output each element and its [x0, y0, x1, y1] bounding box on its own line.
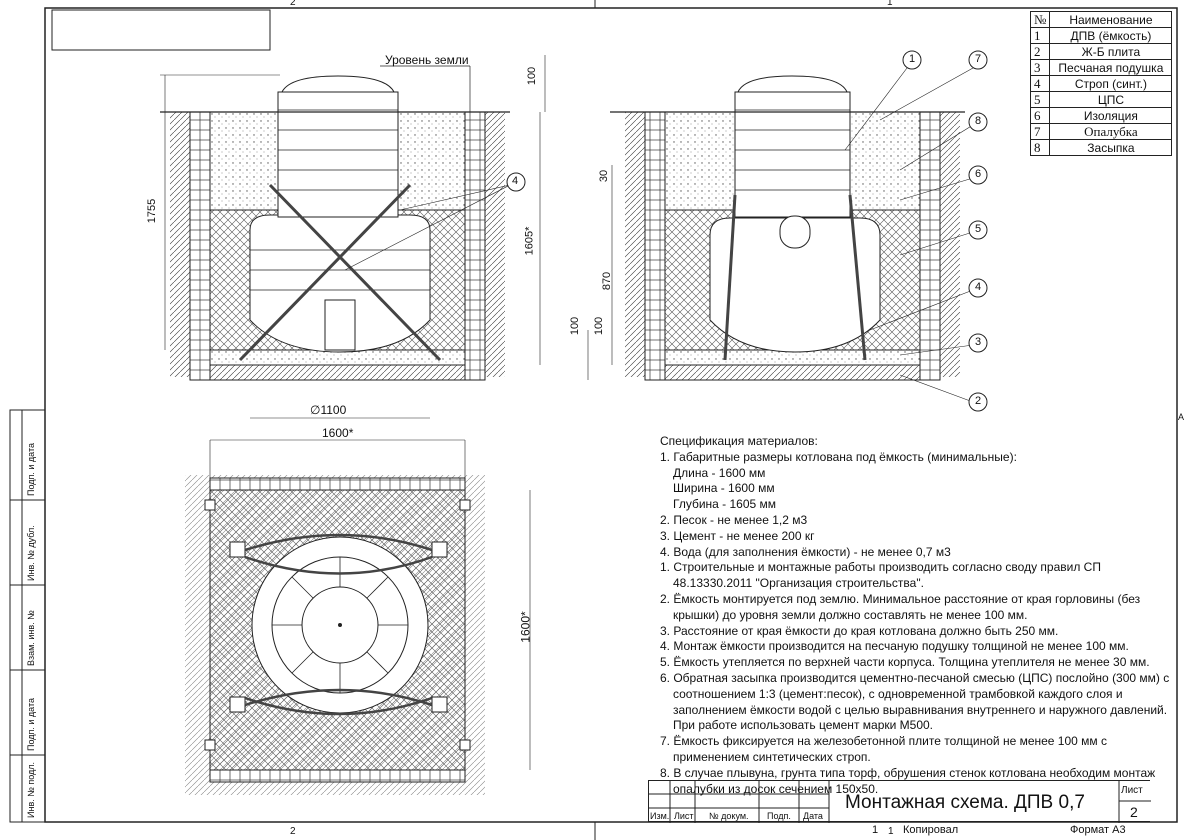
specification: Спецификация материалов: 1. Габаритные р…: [660, 434, 1169, 797]
legend-name: Опалубка: [1049, 123, 1173, 140]
format-label: Формат А3: [1070, 824, 1126, 836]
legend-num: 1: [1029, 27, 1051, 44]
spec-title: Спецификация материалов:: [660, 434, 818, 448]
side-label-3: Взам. инв. №: [26, 610, 36, 666]
spec-line: 1. Габаритные размеры котлована под ёмко…: [660, 449, 1017, 464]
sheet-frame: [9, 0, 1178, 840]
legend-name: Засыпка: [1049, 139, 1173, 156]
callout-7: 7: [975, 53, 982, 65]
zone-marker-top-1: 1: [887, 0, 893, 8]
callout-8: 8: [975, 115, 982, 127]
legend-num: 5: [1029, 91, 1051, 108]
plan-dim-1600: 1600*: [518, 611, 533, 643]
legend-name: Песчаная подушка: [1049, 59, 1173, 76]
callout-5: 5: [975, 223, 982, 235]
legend-header-name: Наименование: [1049, 11, 1173, 28]
drawing-title: Монтажная схема. ДПВ 0,7: [845, 792, 1085, 813]
legend-num: 2: [1029, 43, 1051, 60]
tb-podp: Подп.: [767, 811, 791, 821]
legend-name: ДПВ (ёмкость): [1049, 27, 1173, 44]
tb-list: Лист: [674, 811, 694, 821]
copied-number: 1: [872, 824, 879, 836]
dim-diameter-1100: ∅1100: [310, 403, 347, 417]
side-label-1: Подп. и дата: [26, 442, 36, 496]
zone-marker-bottom-2: 2: [290, 826, 296, 837]
dim-100: 100: [526, 66, 539, 86]
dim-1755: 1755: [146, 198, 159, 224]
note-line: 1. Строительные и монтажные работы произ…: [660, 560, 1101, 575]
note-line: 7. Ёмкость фиксируется на железобетонной…: [660, 734, 1107, 749]
dim-30: 30: [598, 169, 611, 183]
note-line: крышки) до уровня земли должно составлят…: [673, 607, 1028, 622]
note-line: применением синтетических строп.: [673, 749, 871, 764]
callout-4: 4: [512, 175, 519, 187]
tb-doc: № докум.: [709, 811, 749, 821]
title-block: Изм. Лист № докум. Подп. Дата Лист 2: [648, 780, 1151, 823]
note-line: соотношением 1:3 (цемент:песок), с однов…: [673, 686, 1123, 701]
legend-num: 3: [1029, 59, 1051, 76]
note-line: 6. Обратная засыпка производится цементн…: [660, 670, 1170, 685]
legend-name: Изоляция: [1049, 107, 1173, 124]
dim-1605: 1605*: [523, 226, 536, 256]
legend-num: 7: [1029, 123, 1051, 140]
callout-2: 2: [975, 395, 982, 407]
callout-6: 6: [975, 168, 982, 180]
callout-4-right: 4: [975, 281, 982, 293]
spec-line: 4. Вода (для заполнения ёмкости) - не ме…: [660, 544, 951, 559]
note-line: 2. Ёмкость монтируется под землю. Минима…: [660, 591, 1141, 606]
ground-level-label: Уровень земли: [385, 53, 469, 67]
plan-view: [185, 440, 531, 795]
spec-line: 3. Цемент - не менее 200 кг: [660, 528, 815, 543]
tb-sheet-number: 2: [1130, 804, 1138, 820]
legend-num: 8: [1029, 139, 1051, 156]
legend-header-num: №: [1029, 11, 1051, 28]
side-label-5: Инв. № подл.: [26, 761, 36, 818]
tb-sheet-label: Лист: [1121, 785, 1143, 796]
note-line: 5. Ёмкость утепляется по верхней части к…: [660, 655, 1150, 670]
copied-label: Копировал: [903, 824, 959, 836]
side-label-4: Подп. и дата: [26, 697, 36, 751]
spec-line: Глубина - 1605 мм: [673, 497, 777, 512]
callout-3: 3: [975, 336, 982, 348]
tb-izm: Изм.: [650, 811, 670, 821]
spec-line: Длина - 1600 мм: [673, 465, 766, 480]
zone-marker-bottom-1: 1: [888, 826, 894, 837]
note-line: 48.13330.2011 "Организация строительства…: [673, 576, 924, 591]
spec-line: Ширина - 1600 мм: [673, 481, 775, 496]
zone-marker-right-a: A: [1178, 412, 1185, 422]
dim-100-a: 100: [569, 316, 582, 336]
zone-marker-top-2: 2: [290, 0, 296, 8]
note-line: 3. Расстояние от края ёмкости до края ко…: [660, 623, 1059, 638]
legend-name: Ж-Б плита: [1049, 43, 1173, 60]
callout-1: 1: [909, 53, 916, 65]
section-right: [587, 50, 988, 412]
legend-num: 4: [1029, 75, 1051, 92]
tb-date: Дата: [803, 811, 823, 821]
dim-100-b: 100: [593, 316, 606, 336]
note-line: опалубки из досок сечением 150х50.: [673, 781, 879, 796]
note-line: При работе использовать цемент марки М50…: [673, 718, 934, 733]
note-line: заполнением ёмкости водой с целью выравн…: [673, 702, 1168, 717]
legend-num: 6: [1029, 107, 1051, 124]
note-line: 8. В случае плывуна, грунта типа торф, о…: [660, 765, 1156, 780]
spec-line: 2. Песок - не менее 1,2 м3: [660, 512, 808, 527]
legend-name: ЦПС: [1049, 91, 1173, 108]
note-line: 4. Монтаж ёмкости производится на песчан…: [660, 639, 1129, 654]
section-left: [160, 55, 546, 441]
dim-1600-width: 1600*: [322, 426, 354, 440]
dim-870: 870: [601, 271, 614, 291]
legend-name: Строп (синт.): [1049, 75, 1173, 92]
side-label-2: Инв. № дубл.: [26, 525, 36, 581]
